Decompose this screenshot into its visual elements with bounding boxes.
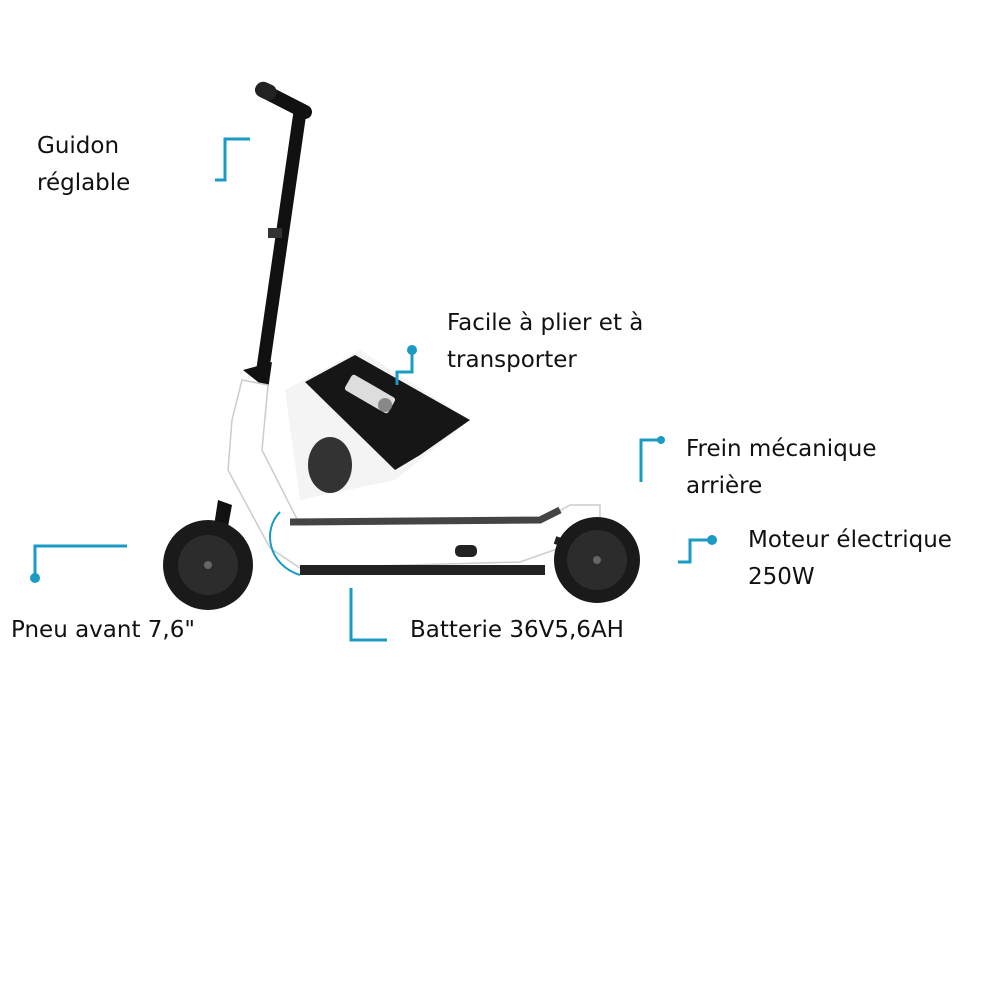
callout-handlebar — [215, 137, 250, 182]
label-handlebar-line2: réglable — [37, 170, 131, 196]
label-motor-line2: 250W — [748, 564, 815, 590]
label-handlebar: Guidon réglable — [37, 128, 130, 202]
label-folding-line2: transporter — [447, 347, 577, 373]
label-folding: Facile à plier et à transporter — [447, 305, 643, 379]
callout-lines — [33, 137, 712, 642]
label-handlebar-line1: Guidon — [37, 133, 120, 159]
label-motor: Moteur électrique 250W — [748, 522, 952, 596]
callout-folding — [395, 350, 414, 385]
label-battery: Batterie 36V5,6AH — [410, 617, 624, 643]
callout-battery — [349, 588, 387, 642]
scooter-stem — [243, 81, 312, 390]
callout-brake — [639, 438, 660, 482]
label-brake-line1: Frein mécanique — [686, 436, 877, 462]
label-brake-line2: arrière — [686, 473, 763, 499]
callout-dots — [30, 345, 717, 583]
label-motor-line1: Moteur électrique — [748, 527, 952, 553]
folding-mechanism-inset — [285, 350, 470, 500]
label-folding-line1: Facile à plier et à — [447, 310, 644, 336]
label-front-tire: Pneu avant 7,6" — [11, 617, 195, 643]
callout-front-tire — [33, 544, 127, 578]
label-brake: Frein mécanique arrière — [686, 431, 877, 505]
rear-wheel — [554, 517, 640, 603]
callout-motor — [678, 538, 712, 564]
front-wheel — [163, 520, 253, 610]
